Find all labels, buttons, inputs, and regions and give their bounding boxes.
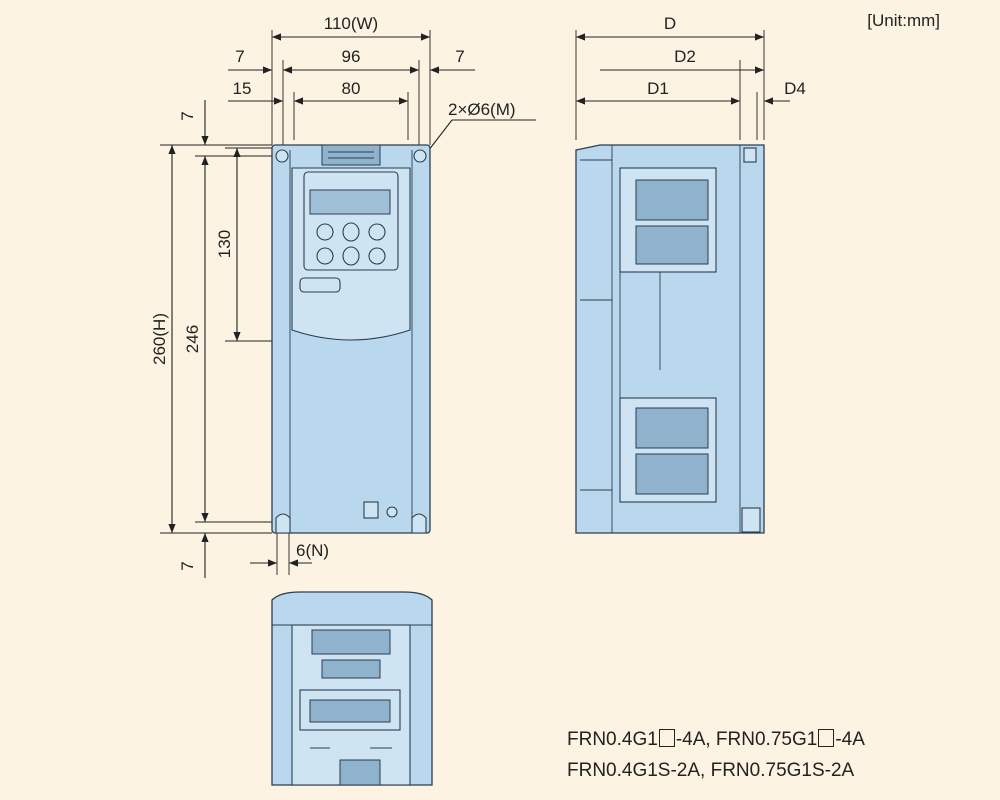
model-line-1-part2: -4A, FRN0.75G1 (675, 729, 818, 750)
side-view: D D2 D1 D4 (575, 14, 806, 534)
left-offset-label: 7 (235, 47, 244, 66)
inner-width-label: 80 (342, 79, 361, 98)
top-margin-label: 7 (178, 111, 197, 120)
d2-label: D2 (674, 47, 696, 66)
height-label: 260(H) (150, 313, 169, 365)
bottom-view (271, 591, 433, 786)
depth-label: D (664, 14, 676, 33)
bottom-margin-label: 7 (178, 561, 197, 570)
n-label: 6(N) (296, 541, 329, 560)
placeholder-box-icon (818, 729, 835, 747)
model-line-2: FRN0.4G1S-2A, FRN0.75G1S-2A (567, 760, 855, 781)
unit-label: [Unit:mm] (867, 11, 940, 30)
front-view: 110(W) 96 7 7 80 15 2×Ø6(M) 260(H) 246 1… (150, 14, 536, 578)
mount-pitch-label: 96 (342, 47, 361, 66)
right-offset-label: 7 (455, 47, 464, 66)
model-line-1-part1: FRN0.4G1 (567, 729, 658, 750)
model-line-1-part3: -4A (835, 729, 865, 750)
mount-height-label: 246 (183, 325, 202, 353)
d1-label: D1 (647, 79, 669, 98)
d4-label: D4 (784, 79, 806, 98)
model-line-1: FRN0.4G1 -4A, FRN0.75G1 -4A (567, 729, 865, 751)
width-label: 110(W) (324, 14, 378, 33)
panel-height-label: 130 (215, 230, 234, 258)
hole-label: 2×Ø6(M) (448, 100, 516, 119)
inner-offset-label: 15 (233, 79, 252, 98)
placeholder-box-icon (658, 729, 675, 747)
